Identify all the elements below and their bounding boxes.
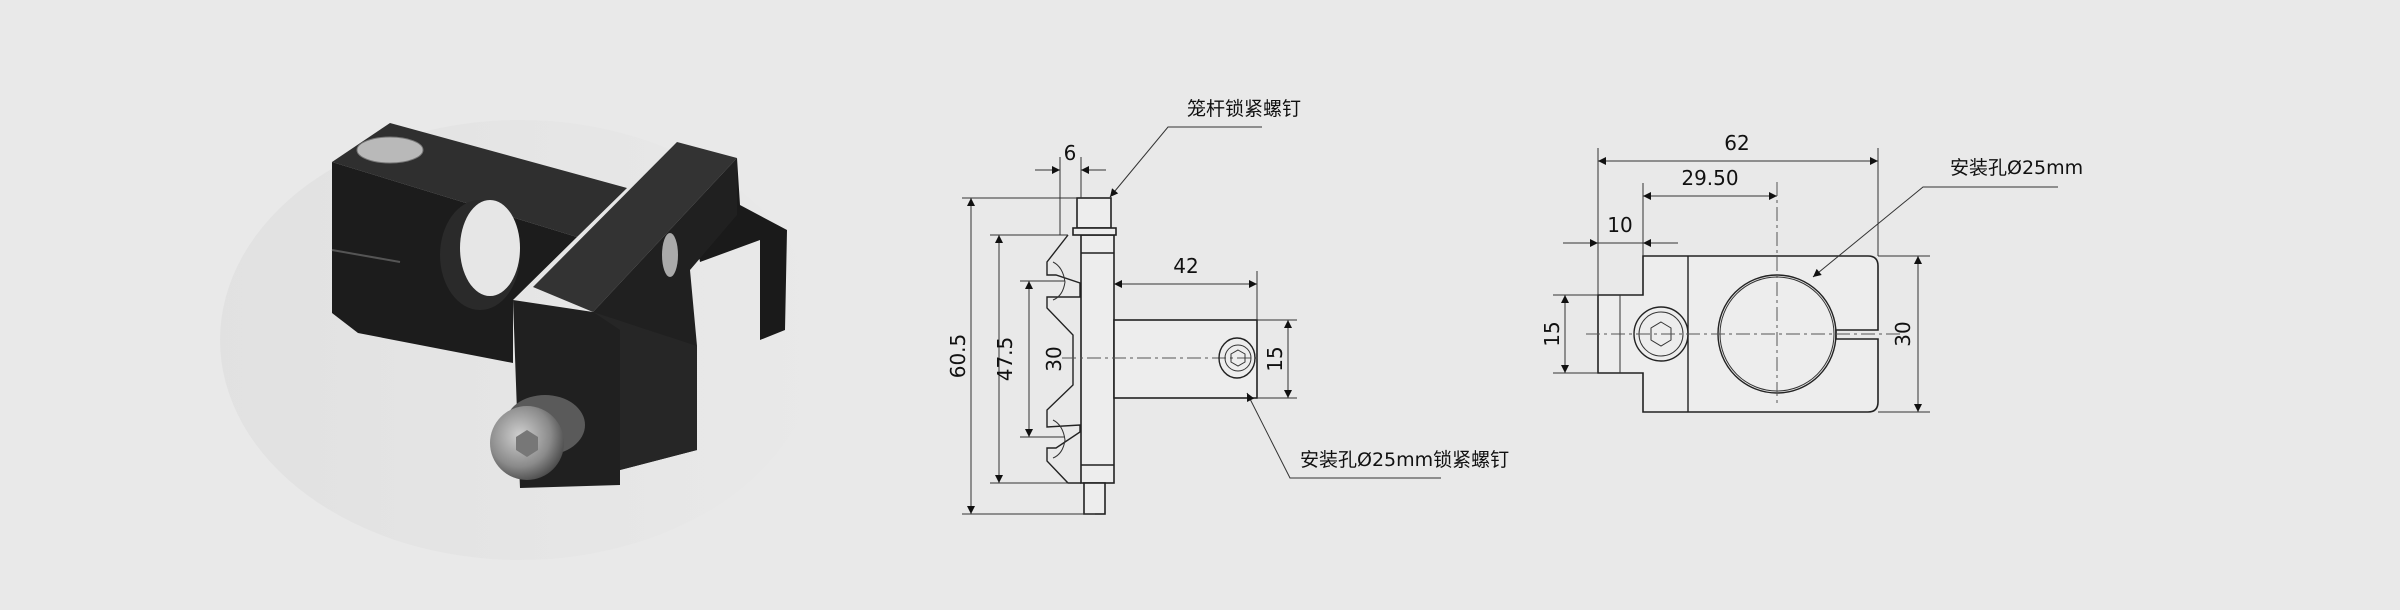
- dim-15-end: 15: [1540, 294, 1598, 374]
- dim-label: 30: [1042, 346, 1066, 371]
- dim-label: 10: [1607, 213, 1632, 237]
- crossbar-top-face: [533, 142, 737, 312]
- dim-label: 29.50: [1681, 166, 1738, 190]
- product-photo: [220, 120, 820, 560]
- side-view-drawing: 6 60.5 47.5 30 42 15 笼杆锁紧螺钉: [946, 98, 1509, 515]
- dim-10: 10: [1563, 213, 1678, 247]
- screw-flange: [1072, 227, 1117, 236]
- crossbar-lower-block: [593, 312, 697, 470]
- dim-42: 42: [1114, 254, 1258, 320]
- side-plate: [1080, 234, 1115, 484]
- callout-mount-hole-screw: 安装孔Ø25mm锁紧螺钉: [1246, 392, 1509, 479]
- callout-label: 笼杆锁紧螺钉: [1187, 98, 1301, 120]
- cage-rod-screw-head: [1076, 197, 1112, 229]
- callout-cage-rod-screw: 笼杆锁紧螺钉: [1109, 98, 1301, 198]
- jaw-profile: [1046, 234, 1081, 484]
- callout-label: 安装孔Ø25mm锁紧螺钉: [1300, 449, 1509, 471]
- clamp-slot: [331, 249, 401, 263]
- tube-hole-opening: [460, 200, 520, 296]
- top-screw-icon: [356, 136, 424, 164]
- dim-6: 6: [1035, 141, 1106, 235]
- dim-label: 15: [1540, 321, 1564, 346]
- arm: [1113, 319, 1258, 399]
- callout-mount-hole: 安装孔Ø25mm: [1812, 157, 2083, 278]
- bottom-pin: [1083, 482, 1106, 515]
- dim-30-side: 30: [1020, 280, 1066, 438]
- callout-label: 安装孔Ø25mm: [1950, 157, 2083, 179]
- dim-47-5: 47.5: [990, 234, 1068, 484]
- dim-label: 15: [1263, 346, 1287, 371]
- dim-label: 47.5: [993, 337, 1017, 382]
- dim-label: 6: [1064, 141, 1077, 165]
- dim-label: 30: [1891, 321, 1915, 346]
- dim-label: 60.5: [946, 334, 970, 379]
- bolt-hex-socket: [516, 430, 538, 457]
- dim-label: 62: [1724, 131, 1749, 155]
- dim-60-5: 60.5: [946, 197, 1095, 515]
- dim-15-side: 15: [1257, 319, 1297, 399]
- end-view-drawing: 62 29.50 10 15 30 安装孔Ø25mm: [1540, 131, 2083, 413]
- dim-62: 62: [1597, 131, 1879, 295]
- side-screw-icon: [662, 233, 678, 277]
- mount-screw-icon: [1218, 337, 1256, 379]
- dim-30-end: 30: [1878, 255, 1930, 413]
- dim-29-50: 29.50: [1642, 166, 1777, 256]
- dim-label: 42: [1173, 254, 1198, 278]
